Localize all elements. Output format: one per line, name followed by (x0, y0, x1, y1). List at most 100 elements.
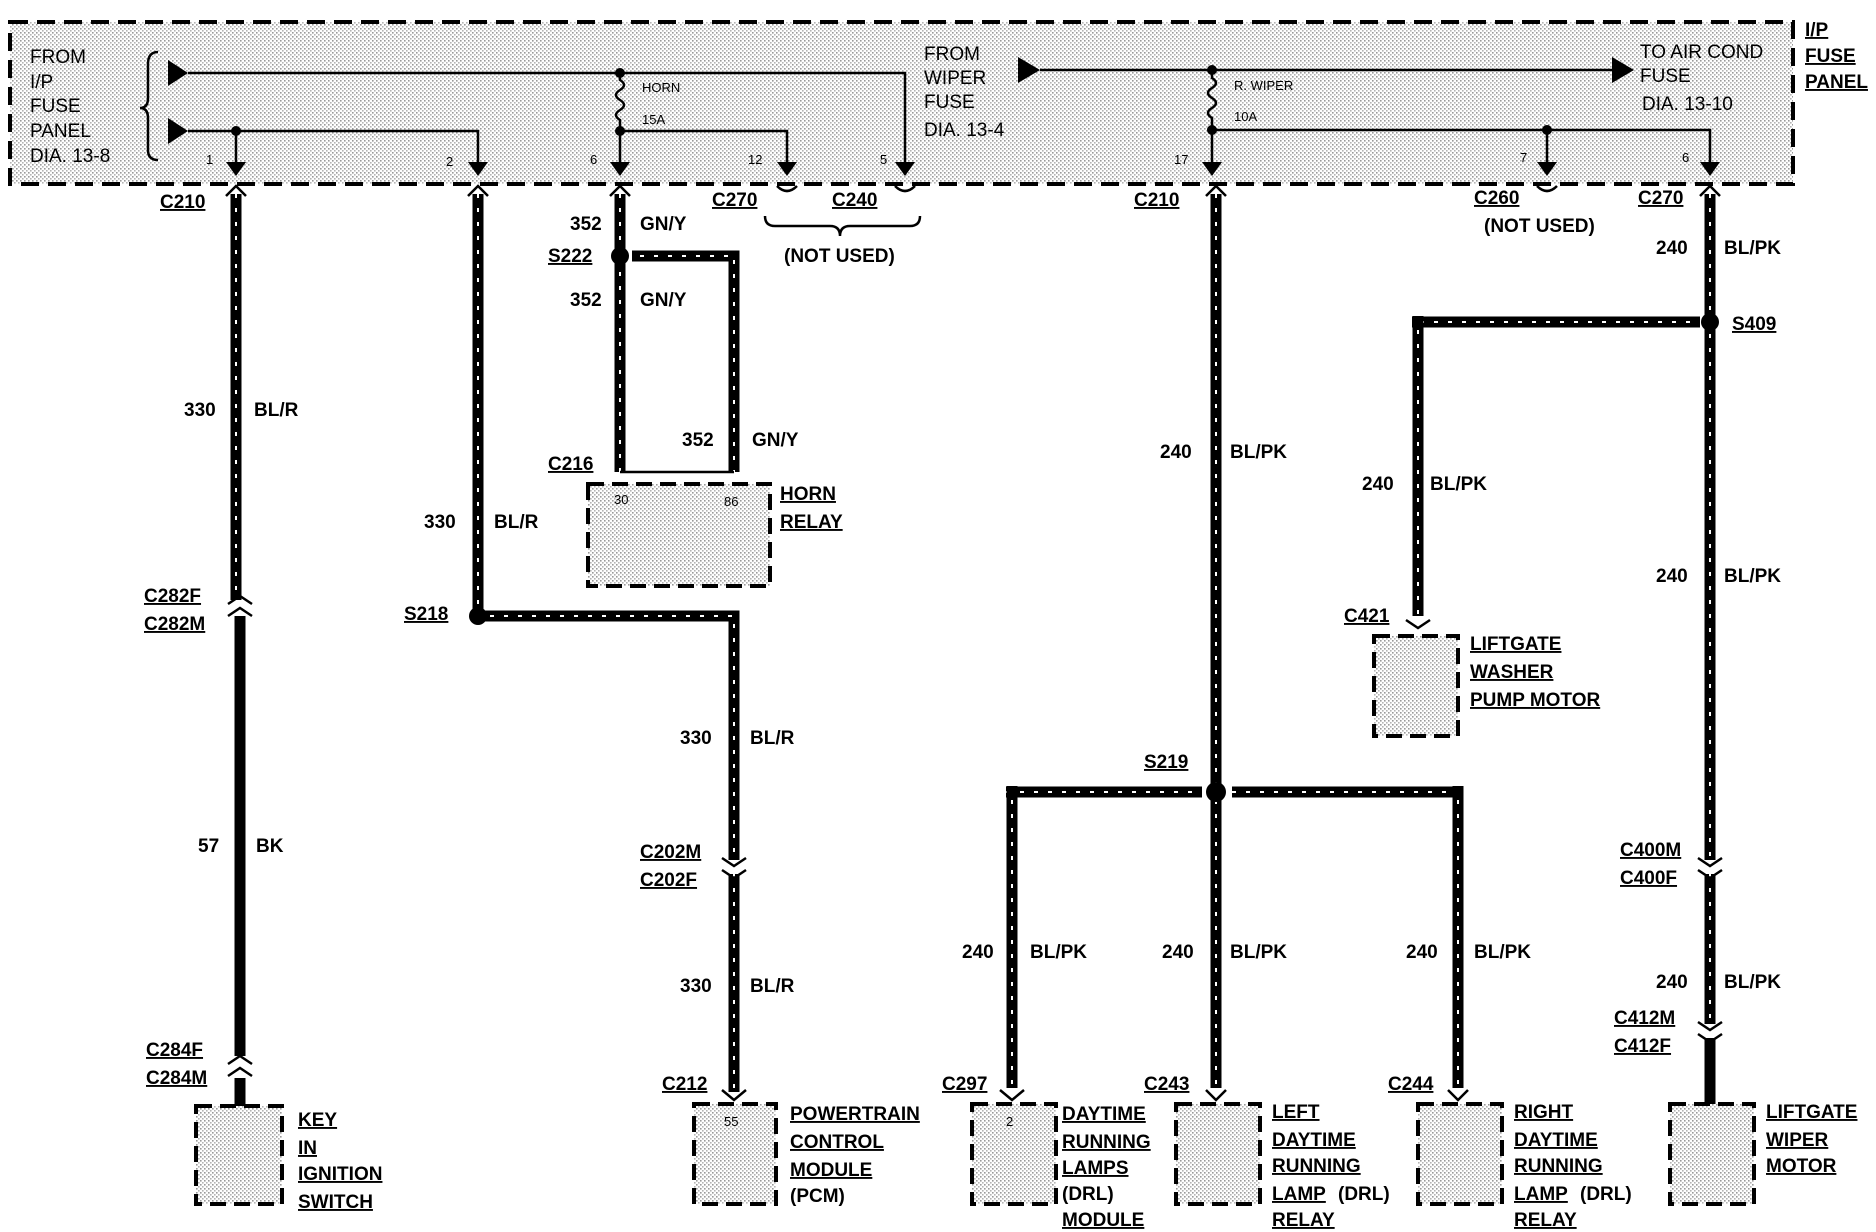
svg-text:C412F: C412F (1614, 1036, 1671, 1057)
svg-text:C284F: C284F (146, 1040, 203, 1061)
panel-title: I/P FUSE PANEL (1805, 20, 1868, 93)
svg-text:C202F: C202F (640, 870, 697, 891)
svg-text:DAYTIME: DAYTIME (1272, 1130, 1356, 1151)
wiper-fuse-label: R. WIPER (1234, 78, 1293, 93)
svg-text:6: 6 (590, 152, 597, 167)
lower-bus (188, 129, 480, 172)
from-ip-fuse-label: FROM I/P FUSE PANEL DIA. 13-8 (30, 47, 110, 167)
svg-text:C244: C244 (1388, 1074, 1434, 1095)
svg-text:WIPER: WIPER (924, 68, 986, 89)
svg-text:RELAY: RELAY (780, 512, 843, 533)
svg-text:5: 5 (880, 152, 887, 167)
key-switch-label: KEY IN IGNITION SWITCH (298, 1110, 382, 1213)
svg-text:S218: S218 (404, 604, 448, 625)
svg-text:BL/PK: BL/PK (1230, 942, 1287, 963)
svg-text:C282F: C282F (144, 586, 201, 607)
input-arrow-icon-2 (168, 118, 188, 144)
svg-text:C282M: C282M (144, 614, 205, 635)
svg-text:C284M: C284M (146, 1068, 207, 1089)
svg-text:FUSE: FUSE (30, 96, 81, 117)
svg-text:PANEL: PANEL (1805, 72, 1868, 93)
connector-labels: C210 C270 C240 (NOT USED) C210 C260 (NOT… (144, 188, 1776, 1095)
svg-text:DIA. 13-10: DIA. 13-10 (1642, 94, 1733, 115)
svg-text:BL/R: BL/R (750, 728, 795, 749)
s219-splice (1206, 782, 1226, 802)
svg-text:330: 330 (424, 512, 456, 533)
svg-text:BL/R: BL/R (254, 400, 299, 421)
svg-text:57: 57 (198, 836, 219, 857)
svg-text:LIFTGATE: LIFTGATE (1470, 634, 1561, 655)
svg-text:BL/R: BL/R (494, 512, 539, 533)
svg-text:C297: C297 (942, 1074, 987, 1095)
wire-330-pcm (472, 194, 740, 1092)
horn-relay-box (586, 482, 772, 588)
horn-fuse-label: HORN (642, 80, 680, 95)
svg-text:240: 240 (1362, 474, 1394, 495)
pin5-arrow-icon (895, 162, 915, 176)
svg-text:MODULE: MODULE (1062, 1210, 1144, 1231)
svg-text:352: 352 (570, 290, 602, 311)
svg-text:BL/PK: BL/PK (1230, 442, 1287, 463)
pin12-lead (620, 129, 789, 172)
inline-connector-icons (225, 184, 1723, 1102)
svg-text:1: 1 (206, 152, 213, 167)
key-switch-box (194, 1104, 284, 1206)
svg-text:S222: S222 (548, 246, 592, 267)
drl-module-box (970, 1102, 1058, 1206)
s218-splice (469, 607, 487, 625)
pin6a-arrow-icon (610, 162, 630, 176)
s222-splice (611, 247, 629, 265)
svg-text:I/P: I/P (1805, 20, 1829, 41)
horn-fuse-amp: 15A (642, 112, 665, 127)
svg-text:WIPER: WIPER (1766, 1130, 1829, 1151)
svg-text:352: 352 (682, 430, 714, 451)
svg-text:POWERTRAIN: POWERTRAIN (790, 1104, 920, 1125)
svg-text:C400F: C400F (1620, 868, 1677, 889)
wiper-motor-box (1668, 1102, 1756, 1206)
svg-text:LAMP: LAMP (1272, 1184, 1326, 1205)
svg-text:MODULE: MODULE (790, 1160, 872, 1181)
svg-text:S409: S409 (1732, 314, 1776, 335)
pin7-arrow-icon (1537, 162, 1557, 176)
svg-text:GN/Y: GN/Y (752, 430, 799, 451)
svg-text:330: 330 (680, 728, 712, 749)
svg-text:240: 240 (1656, 566, 1688, 587)
svg-text:(DRL): (DRL) (1062, 1184, 1114, 1205)
svg-text:RELAY: RELAY (1272, 1210, 1335, 1231)
to-aircond-arrow-icon (1612, 57, 1634, 83)
wiper-motor-label: LIFTGATE WIPER MOTOR (1766, 1102, 1857, 1177)
svg-text:C240: C240 (832, 190, 877, 211)
svg-text:C210: C210 (160, 192, 205, 213)
svg-text:(PCM): (PCM) (790, 1186, 845, 1207)
svg-text:240: 240 (1656, 238, 1688, 259)
pin2-arrow-icon (468, 162, 488, 176)
svg-text:PUMP MOTOR: PUMP MOTOR (1470, 690, 1600, 711)
svg-text:RUNNING: RUNNING (1514, 1156, 1603, 1177)
svg-text:FUSE: FUSE (1640, 66, 1691, 87)
svg-text:C400M: C400M (1620, 840, 1681, 861)
svg-text:7: 7 (1520, 150, 1527, 165)
svg-text:BL/PK: BL/PK (1724, 238, 1781, 259)
wire-330-57-key (230, 194, 246, 1106)
svg-text:(NOT USED): (NOT USED) (1484, 216, 1595, 237)
svg-text:240: 240 (1162, 942, 1194, 963)
svg-text:BL/R: BL/R (750, 976, 795, 997)
svg-text:S219: S219 (1144, 752, 1188, 773)
washer-pump-box (1372, 634, 1460, 738)
svg-text:DIA. 13-4: DIA. 13-4 (924, 120, 1005, 141)
svg-text:DAYTIME: DAYTIME (1062, 1104, 1146, 1125)
pin12-arrow-icon (777, 162, 797, 176)
svg-text:352: 352 (570, 214, 602, 235)
right-drl-relay-label: RIGHT DAYTIME RUNNING LAMP (DRL) RELAY (1514, 1102, 1632, 1231)
pin1-arrow-icon (226, 162, 246, 176)
pcm-label: 55 POWERTRAIN CONTROL MODULE (PCM) (724, 1104, 920, 1207)
wire-labels: 330 BL/R 57 BK 330 BL/R 352 GN/Y 352 GN/… (184, 214, 1781, 997)
svg-text:240: 240 (1160, 442, 1192, 463)
svg-text:MOTOR: MOTOR (1766, 1156, 1837, 1177)
svg-text:240: 240 (1406, 942, 1438, 963)
svg-text:RUNNING: RUNNING (1062, 1132, 1151, 1153)
svg-text:FROM: FROM (30, 47, 86, 68)
svg-text:LIFTGATE: LIFTGATE (1766, 1102, 1857, 1123)
svg-text:KEY: KEY (298, 1110, 337, 1131)
